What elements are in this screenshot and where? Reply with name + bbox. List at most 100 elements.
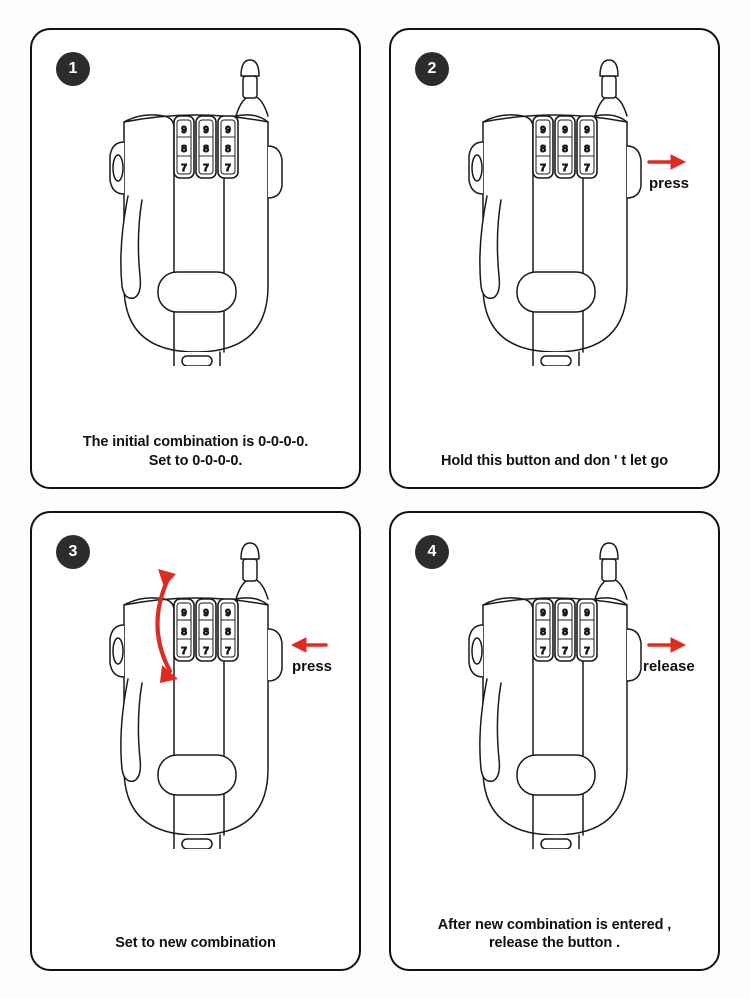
lock-side-button [266,627,283,682]
svg-text:7: 7 [584,645,590,657]
svg-text:7: 7 [225,162,231,174]
lock-left-tab [467,141,484,195]
release-annotation: release [643,636,695,675]
release-label: release [643,658,695,675]
lock-cable-strap [478,195,502,299]
lock-left-tab [467,623,484,678]
svg-text:7: 7 [540,645,546,657]
dial-wheel: 9 8 7 [553,115,576,179]
caption-1-line2: Set to 0-0-0-0. [148,452,243,469]
dial-wheel: 9 8 7 [216,115,239,179]
lock-cable-strap [119,677,143,782]
lock-cap-curve [234,95,269,117]
svg-text:8: 8 [203,626,209,638]
lock-side-button [266,145,283,199]
lock-pin-head [598,541,619,560]
lock-cap-curve [593,95,628,117]
svg-text:8: 8 [584,626,590,638]
svg-text:7: 7 [181,645,187,657]
arrow-right-icon [646,636,686,653]
caption-2-line1: Hold this button and don ' t let go [440,452,669,469]
dial-wheel: 9 8 7 [172,597,195,662]
dial-wheel: 9 8 7 [172,115,195,179]
svg-text:8: 8 [203,143,209,155]
svg-text:7: 7 [562,162,568,174]
lock-bottom-tab [172,351,221,366]
arrow-left-icon [290,636,328,653]
dial-digit-bottom: 7 [181,162,187,174]
lock-front-plate [156,271,237,313]
press-annotation: press [646,154,689,192]
step-badge-4: 4 [415,534,449,569]
svg-text:9: 9 [203,608,209,619]
lock-left-tab-detail [111,636,124,665]
caption-1-line1: The initial combination is 0-0-0-0. [82,434,309,451]
dial-wheel: 9 8 7 [194,115,217,179]
lock-bottom-tab [172,833,221,849]
instruction-card-2: 2 [389,28,720,489]
svg-text:7: 7 [540,162,546,174]
lock-left-tab-detail [111,154,124,182]
caption-2: Hold this button and don ' t let go [391,452,718,487]
caption-4-line2: release the button . [489,935,620,952]
instruction-card-1: 1 [30,28,361,489]
lock-bottom-slot [539,355,572,366]
svg-text:8: 8 [584,143,590,155]
svg-text:7: 7 [584,162,590,174]
lock-front-plate [156,753,237,796]
lock-pin-head [239,541,260,560]
svg-text:9: 9 [225,125,231,136]
lock-bottom-slot [539,837,572,849]
dial-wheel: 9 8 7 [575,115,598,179]
svg-text:9: 9 [225,608,231,619]
svg-text:8: 8 [225,143,231,155]
step-badge-2: 2 [415,52,449,86]
svg-text:7: 7 [203,162,209,174]
caption-4: After new combination is entered , relea… [391,916,718,969]
lock-side-button [625,627,642,682]
lock-cable-strap [478,677,502,782]
lock-front-plate [515,753,596,796]
svg-text:9: 9 [562,608,568,619]
svg-text:8: 8 [225,626,231,638]
svg-text:9: 9 [540,125,546,136]
svg-text:9: 9 [584,125,590,136]
dial-digit-top: 9 [181,125,187,136]
lock-pin-head [598,59,619,77]
svg-text:7: 7 [203,645,209,657]
lock-side-button [625,145,642,199]
dial-wheel: 9 8 7 [553,597,576,662]
dial-wheel: 9 8 7 [216,597,239,662]
lock-illustration-3: 9 8 7 9 8 7 [32,513,359,935]
instruction-card-4: 4 [389,510,720,971]
caption-1: The initial combination is 0-0-0-0. Set … [32,433,359,486]
lock-pin-head [239,59,260,77]
lock-pin-shaft [241,75,258,99]
lock-pin-shaft [600,557,617,582]
svg-text:8: 8 [540,626,546,638]
svg-text:8: 8 [562,143,568,155]
svg-text:8: 8 [181,626,187,638]
press-annotation: press [290,636,332,675]
dial-wheel: 9 8 7 [575,597,598,662]
step-badge-3: 3 [56,534,90,569]
svg-text:9: 9 [562,125,568,136]
lock-illustration-1: 9 8 7 9 8 7 [32,30,359,433]
svg-text:7: 7 [225,645,231,657]
dial-group: 9 8 7 9 8 7 [172,115,239,179]
lock-illustration-2: 9 8 7 9 8 7 [391,30,718,452]
lock-illustration-4: 9 8 7 9 8 7 [391,513,718,916]
dial-wheel: 9 8 7 [531,597,554,662]
svg-text:8: 8 [540,143,546,155]
dial-wheel: 9 8 7 [531,115,554,179]
dial-wheel: 9 8 7 [194,597,217,662]
step-badge-1: 1 [56,52,90,86]
caption-4-line1: After new combination is entered , [437,916,672,933]
lock-cable-strap [119,195,143,299]
lock-left-tab-detail [470,636,483,665]
svg-text:9: 9 [540,608,546,619]
dial-digit-middle: 8 [181,143,187,155]
dial-group: 9 8 7 9 8 7 [172,597,239,662]
lock-left-tab [108,141,125,195]
